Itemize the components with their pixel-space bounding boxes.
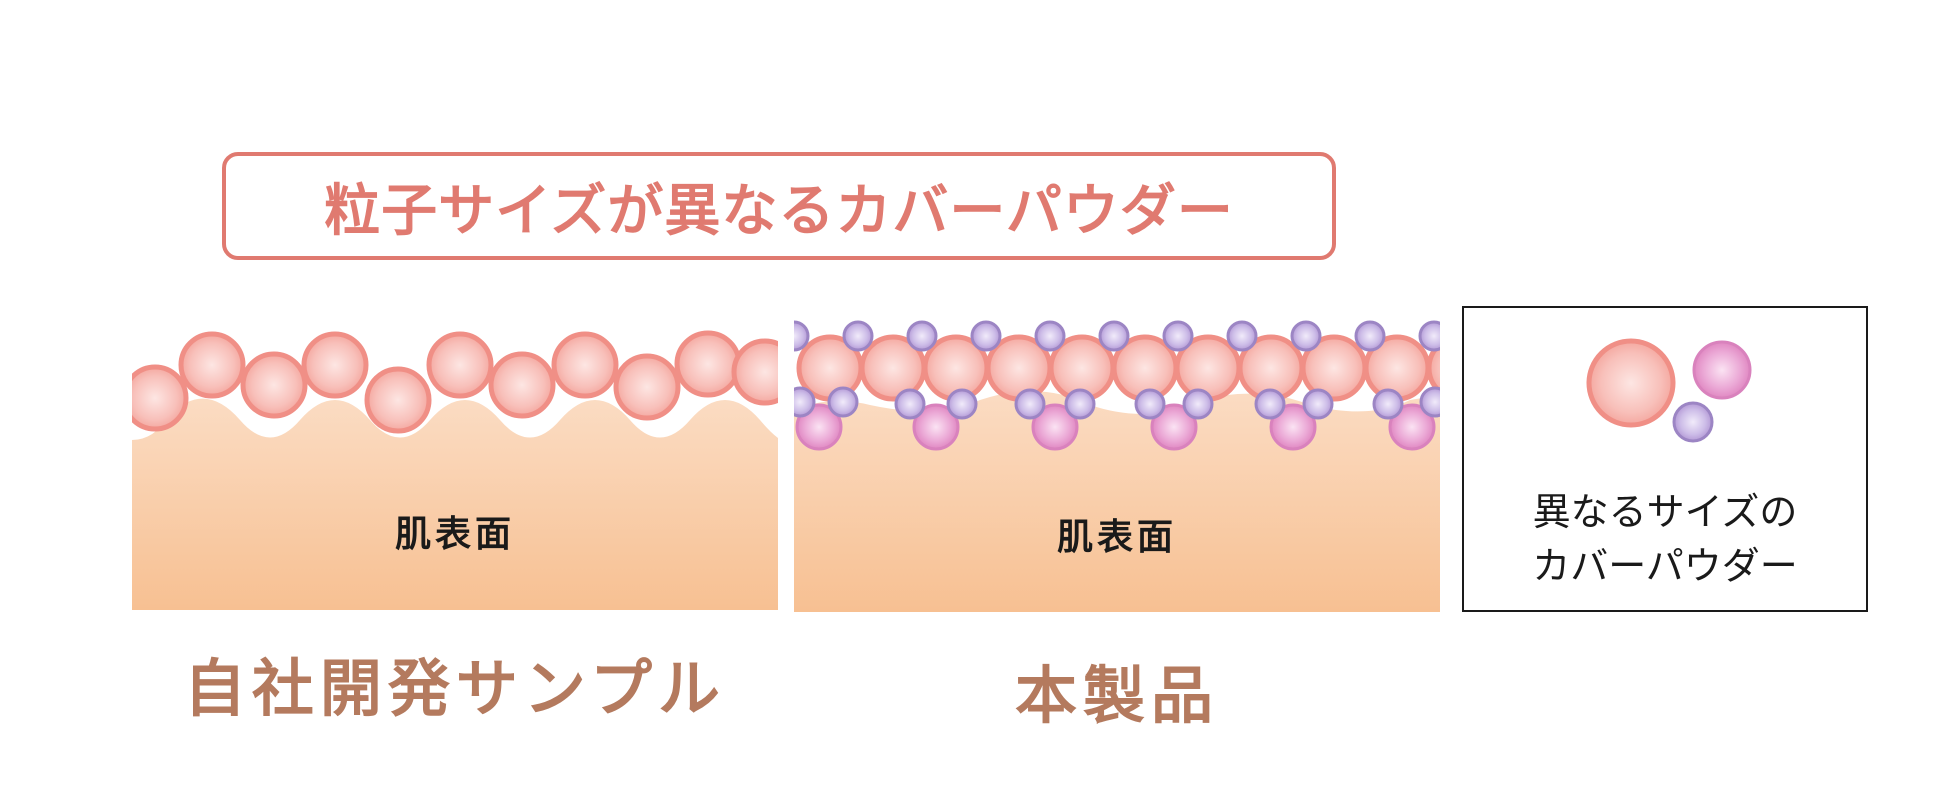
small-particle bbox=[1182, 388, 1214, 420]
small-particle bbox=[946, 388, 978, 420]
small-particle bbox=[1064, 388, 1096, 420]
medium-particle bbox=[1150, 403, 1198, 451]
medium-particle bbox=[1692, 340, 1752, 400]
small-particle bbox=[1302, 388, 1334, 420]
small-particle bbox=[794, 386, 816, 418]
legend-particles bbox=[1586, 338, 1752, 443]
medium-particle bbox=[1269, 403, 1317, 451]
large-particle bbox=[364, 366, 432, 434]
large-particle bbox=[613, 353, 681, 421]
caption-left: 自社開発サンプル bbox=[183, 652, 727, 725]
small-particle bbox=[1034, 320, 1066, 352]
large-particle bbox=[1586, 338, 1676, 428]
large-particle bbox=[132, 364, 189, 432]
right-particles bbox=[794, 320, 1440, 451]
large-particle bbox=[1426, 341, 1440, 395]
large-particle bbox=[488, 351, 556, 419]
legend-text-line1: 異なるサイズの bbox=[1532, 490, 1798, 534]
skin-surface-left bbox=[132, 398, 778, 610]
large-particle bbox=[674, 330, 742, 398]
small-particle bbox=[1419, 386, 1440, 418]
left-particles bbox=[132, 330, 778, 434]
small-particle bbox=[1290, 320, 1322, 352]
small-particle bbox=[970, 320, 1002, 352]
small-particle bbox=[1162, 320, 1194, 352]
small-particle bbox=[1418, 320, 1440, 352]
small-particle bbox=[1226, 320, 1258, 352]
small-particle bbox=[894, 388, 926, 420]
small-particle bbox=[1014, 388, 1046, 420]
legend-text-line2: カバーパウダー bbox=[1532, 544, 1798, 588]
small-particle bbox=[906, 320, 938, 352]
large-particle bbox=[240, 351, 308, 419]
medium-particle bbox=[795, 403, 843, 451]
small-particle bbox=[1098, 320, 1130, 352]
small-particle bbox=[1134, 388, 1166, 420]
medium-particle bbox=[912, 403, 960, 451]
large-particle bbox=[551, 331, 619, 399]
skin-surface-right bbox=[794, 391, 1440, 612]
large-particle bbox=[426, 331, 494, 399]
small-particle bbox=[1372, 388, 1404, 420]
skin-label-left: 肌表面 bbox=[394, 514, 515, 555]
title-text: 粒子サイズが異なるカバーパウダー bbox=[324, 178, 1234, 244]
small-particle bbox=[1672, 401, 1714, 443]
small-particle bbox=[794, 320, 810, 352]
medium-particle bbox=[1388, 403, 1436, 451]
small-particle bbox=[1254, 388, 1286, 420]
medium-particle bbox=[1031, 403, 1079, 451]
small-particle bbox=[842, 320, 874, 352]
skin-label-right: 肌表面 bbox=[1056, 517, 1177, 558]
title-box: 粒子サイズが異なるカバーパウダー bbox=[222, 152, 1336, 260]
large-particle bbox=[178, 331, 246, 399]
small-particle bbox=[1354, 320, 1386, 352]
caption-right: 本製品 bbox=[1014, 659, 1219, 732]
large-particle bbox=[301, 331, 369, 399]
small-particle bbox=[827, 386, 859, 418]
legend-box: 異なるサイズの カバーパウダー bbox=[1462, 306, 1868, 612]
large-particle bbox=[731, 338, 778, 406]
